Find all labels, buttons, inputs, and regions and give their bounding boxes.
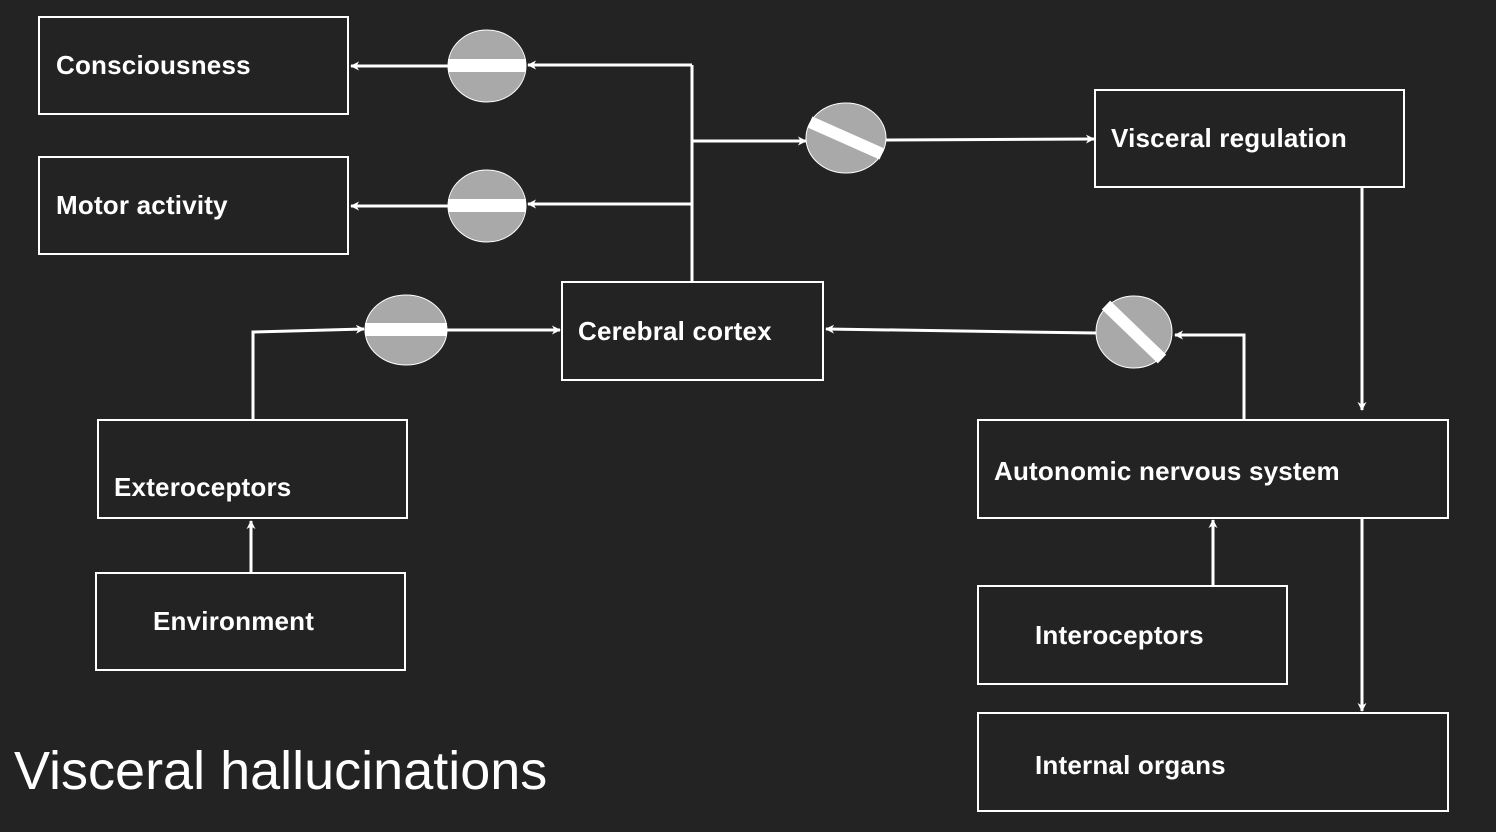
gate-interoceptive-afferent xyxy=(1095,295,1173,369)
exteroceptors-label: Exteroceptors xyxy=(114,472,292,502)
gate-consciousness xyxy=(447,29,527,103)
autonomic-nervous-system-box: Autonomic nervous system xyxy=(977,419,1449,519)
interoceptors-label: Interoceptors xyxy=(1035,619,1204,650)
visceral-regulation-label: Visceral regulation xyxy=(1111,123,1347,153)
cerebral-cortex-label: Cerebral cortex xyxy=(578,315,772,346)
internal-organs-label: Internal organs xyxy=(1035,750,1226,780)
autonomic-nervous-system-label: Autonomic nervous system xyxy=(994,456,1340,486)
connector-ans-to-afferent-gate xyxy=(1174,330,1246,419)
motor-activity-label: Motor activity xyxy=(56,190,228,220)
visceral-regulation-box: Visceral regulation xyxy=(1094,89,1405,188)
gate-exteroceptors xyxy=(364,294,448,366)
internal-organs-box: Internal organs xyxy=(977,712,1449,812)
cerebral-cortex-box: Cerebral cortex xyxy=(561,281,824,381)
connector-exteroceptors-to-gate xyxy=(251,324,365,419)
gate-visceral-regulation xyxy=(805,102,887,174)
gate-motor-activity xyxy=(447,169,527,243)
connector-gate-to-visceral-regulation xyxy=(885,134,1095,144)
connector-afferent-gate-to-cortex xyxy=(825,324,1097,335)
consciousness-box: Consciousness xyxy=(38,16,349,115)
consciousness-label: Consciousness xyxy=(56,50,251,80)
interoceptors-box: Interoceptors xyxy=(977,585,1288,685)
environment-label: Environment xyxy=(153,606,315,636)
exteroceptors-box: Exteroceptors xyxy=(97,419,408,519)
motor-activity-box: Motor activity xyxy=(38,156,349,255)
diagram-title: Visceral hallucinations xyxy=(14,741,548,801)
environment-box: Environment xyxy=(95,572,406,671)
